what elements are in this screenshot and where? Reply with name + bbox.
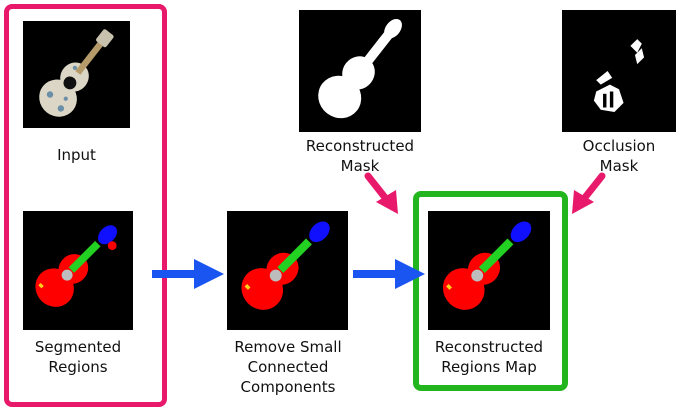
input-label: Input: [57, 146, 96, 164]
segmented-label-line2: Regions: [48, 358, 108, 376]
reconstructed-mask-label: Reconstructed Mask: [290, 136, 430, 176]
recon-mask-label-line1: Reconstructed: [305, 137, 415, 155]
mask-arrow-left: [364, 172, 398, 214]
recon-mask-label-line2: Mask: [340, 157, 380, 175]
input-pipeline-frame: [4, 4, 167, 407]
input-image: [23, 21, 130, 128]
remove-label-line3: Components: [240, 378, 336, 396]
recon-regions-label-line2: Regions Map: [441, 358, 537, 376]
remove-label-line2: Connected: [247, 358, 329, 376]
occlusion-mask-label: Occlusion Mask: [562, 136, 676, 176]
segmented-label-line1: Segmented: [34, 338, 122, 356]
occlusion-mask-image: [562, 10, 676, 132]
occlusion-label-line1: Occlusion: [582, 137, 656, 155]
flow-arrow-2: [353, 259, 425, 289]
reconstructed-regions-label: Reconstructed Regions Map: [419, 337, 559, 377]
reconstructed-regions-image: [428, 211, 550, 330]
components-removed-image: [227, 211, 348, 330]
occlusion-label-line2: Mask: [599, 157, 639, 175]
mask-arrow-right: [572, 172, 606, 214]
flow-arrow-1: [152, 259, 224, 289]
reconstructed-mask-image: [299, 10, 421, 132]
segmented-regions-image: [23, 211, 133, 330]
segmented-regions-label: Segmented Regions: [10, 337, 146, 377]
recon-regions-label-line1: Reconstructed: [434, 338, 544, 356]
remove-components-label: Remove Small Connected Components: [212, 337, 364, 397]
remove-label-line1: Remove Small: [234, 338, 342, 356]
output-frame: [413, 191, 568, 391]
